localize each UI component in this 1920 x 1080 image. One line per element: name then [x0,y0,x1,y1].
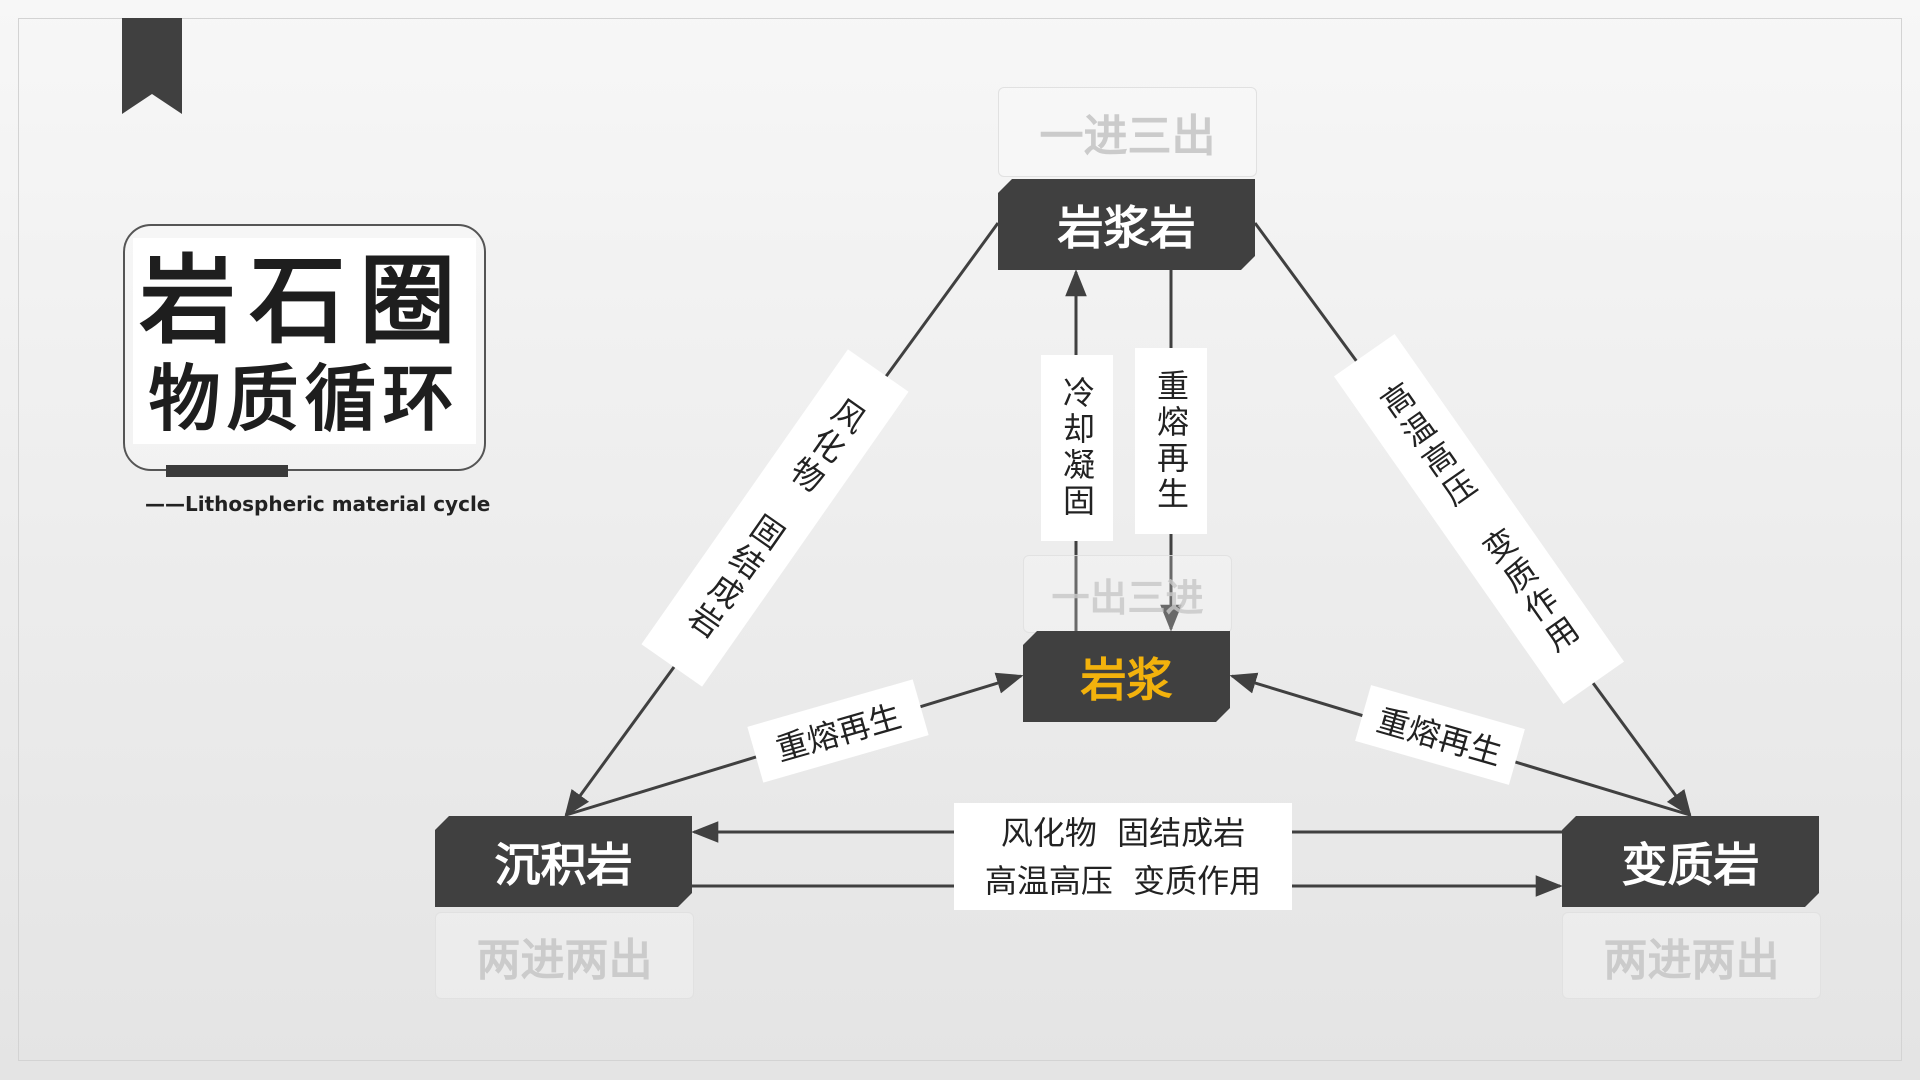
igneous-ghost-label: 一进三出 [998,87,1257,177]
title-underline-bar [166,465,288,477]
label-bottom-line-2: 高温高压 变质作用 [984,861,1262,900]
label-gap [1469,505,1489,533]
node-magma: 岩浆 [1023,631,1230,722]
node-metamorphic-rock: 变质岩 [1562,816,1819,907]
sedimentary-ghost-label: 两进两出 [435,912,694,999]
magma-ghost-label: 一出三进 [1023,555,1232,633]
label-bottom-line-1: 风化物 固结成岩 [1000,813,1246,852]
label-gap [776,489,796,517]
metamorphic-ghost-label: 两进两出 [1562,912,1821,999]
title-line-2: 物质循环 [148,356,461,441]
bookmark-icon [122,18,182,114]
subtitle: ——Lithospheric material cycle [145,492,491,516]
title-line-1: 岩石圈 [139,244,470,357]
node-igneous-rock: 岩浆岩 [998,179,1255,270]
label-cool-solidify: 冷却凝固 [1041,355,1113,541]
title-inner-panel [133,238,476,444]
node-sedimentary-rock: 沉积岩 [435,816,692,907]
label-bottom-box: 风化物 固结成岩 高温高压 变质作用 [954,803,1292,910]
label-remelt-top: 重熔再生 [1135,348,1207,534]
slide-frame [18,18,1902,1061]
